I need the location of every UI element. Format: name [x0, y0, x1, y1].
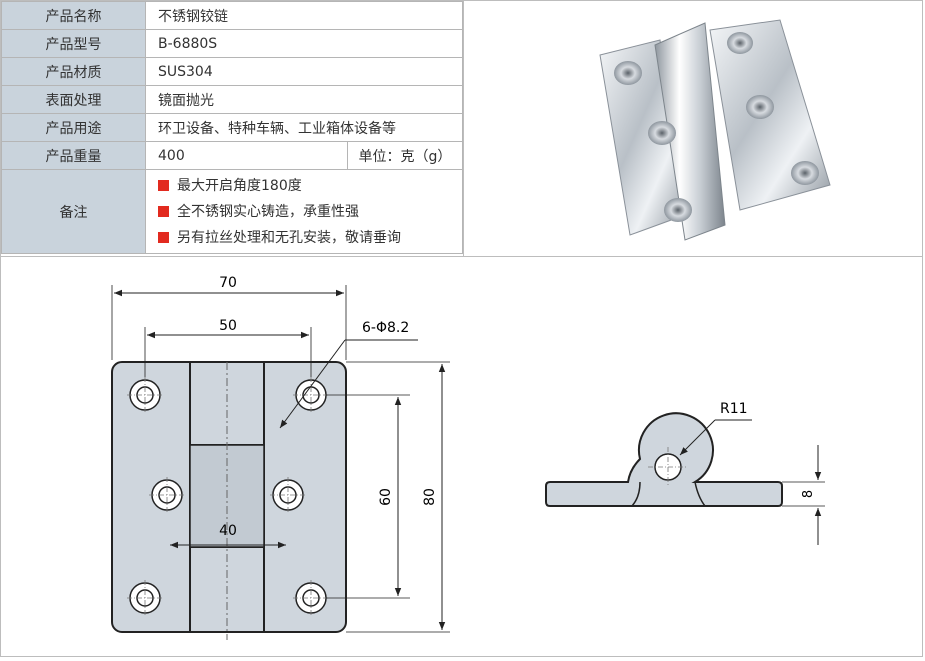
dim-knuckle: 40 — [219, 523, 237, 539]
screw-hole-icon — [648, 121, 676, 145]
dim-thickness: 8 — [801, 490, 816, 498]
screw-hole-icon — [791, 161, 819, 185]
front-view-drawing: 70 50 6-Φ8.2 60 80 40 — [111, 275, 450, 640]
notes-list: 最大开启角度180度 全不锈钢实心铸造，承重性强 另有拉丝处理和无孔安装，敬请垂… — [145, 169, 463, 254]
spec-value: 400 — [145, 141, 348, 170]
spec-value: 不锈钢铰链 — [145, 1, 463, 30]
spec-table: 产品名称 不锈钢铰链 产品型号 B-6880S 产品材质 SUS304 表面处理… — [1, 1, 463, 254]
section-divider — [0, 256, 923, 257]
bullet-icon — [158, 206, 169, 217]
dim-hole-span: 50 — [219, 318, 237, 334]
dim-hole-height: 60 — [378, 488, 394, 506]
column-divider — [463, 0, 464, 256]
dim-total-height: 80 — [422, 488, 438, 506]
spec-label: 备注 — [1, 169, 146, 254]
screw-hole-icon — [727, 32, 753, 54]
weight-unit: 单位：克（g） — [347, 141, 463, 170]
spec-row-usage: 产品用途 环卫设备、特种车辆、工业箱体设备等 — [1, 113, 463, 142]
spec-row-material: 产品材质 SUS304 — [1, 57, 463, 86]
bullet-icon — [158, 232, 169, 243]
dim-total-width: 70 — [219, 275, 237, 291]
spec-label: 产品名称 — [1, 1, 146, 30]
screw-hole-icon — [664, 198, 692, 222]
screw-hole-icon — [746, 95, 774, 119]
note-item: 全不锈钢实心铸造，承重性强 — [158, 199, 462, 225]
spec-row-name: 产品名称 不锈钢铰链 — [1, 1, 463, 30]
spec-label: 产品型号 — [1, 29, 146, 58]
bullet-icon — [158, 180, 169, 191]
product-photo — [599, 19, 831, 241]
note-text: 另有拉丝处理和无孔安装，敬请垂询 — [177, 229, 401, 246]
spec-label: 产品重量 — [1, 141, 146, 170]
screw-hole-icon — [614, 61, 642, 85]
spec-label: 产品用途 — [1, 113, 146, 142]
dim-radius: R11 — [720, 401, 748, 417]
spec-label: 表面处理 — [1, 85, 146, 114]
side-view-drawing: R11 8 — [545, 401, 825, 545]
note-text: 最大开启角度180度 — [177, 177, 302, 194]
spec-row-notes: 备注 最大开启角度180度 全不锈钢实心铸造，承重性强 另有拉丝处理和无孔安装，… — [1, 169, 463, 254]
note-item: 另有拉丝处理和无孔安装，敬请垂询 — [158, 225, 462, 251]
note-item: 最大开启角度180度 — [158, 173, 462, 199]
dim-holes: 6-Φ8.2 — [362, 320, 409, 336]
spec-label: 产品材质 — [1, 57, 146, 86]
spec-row-weight: 产品重量 400 单位：克（g） — [1, 141, 463, 170]
spec-value: B-6880S — [145, 29, 463, 58]
spec-value: 镜面抛光 — [145, 85, 463, 114]
spec-value: 环卫设备、特种车辆、工业箱体设备等 — [145, 113, 463, 142]
spec-row-finish: 表面处理 镜面抛光 — [1, 85, 463, 114]
spec-row-model: 产品型号 B-6880S — [1, 29, 463, 58]
note-text: 全不锈钢实心铸造，承重性强 — [177, 203, 359, 220]
spec-value: SUS304 — [145, 57, 463, 86]
